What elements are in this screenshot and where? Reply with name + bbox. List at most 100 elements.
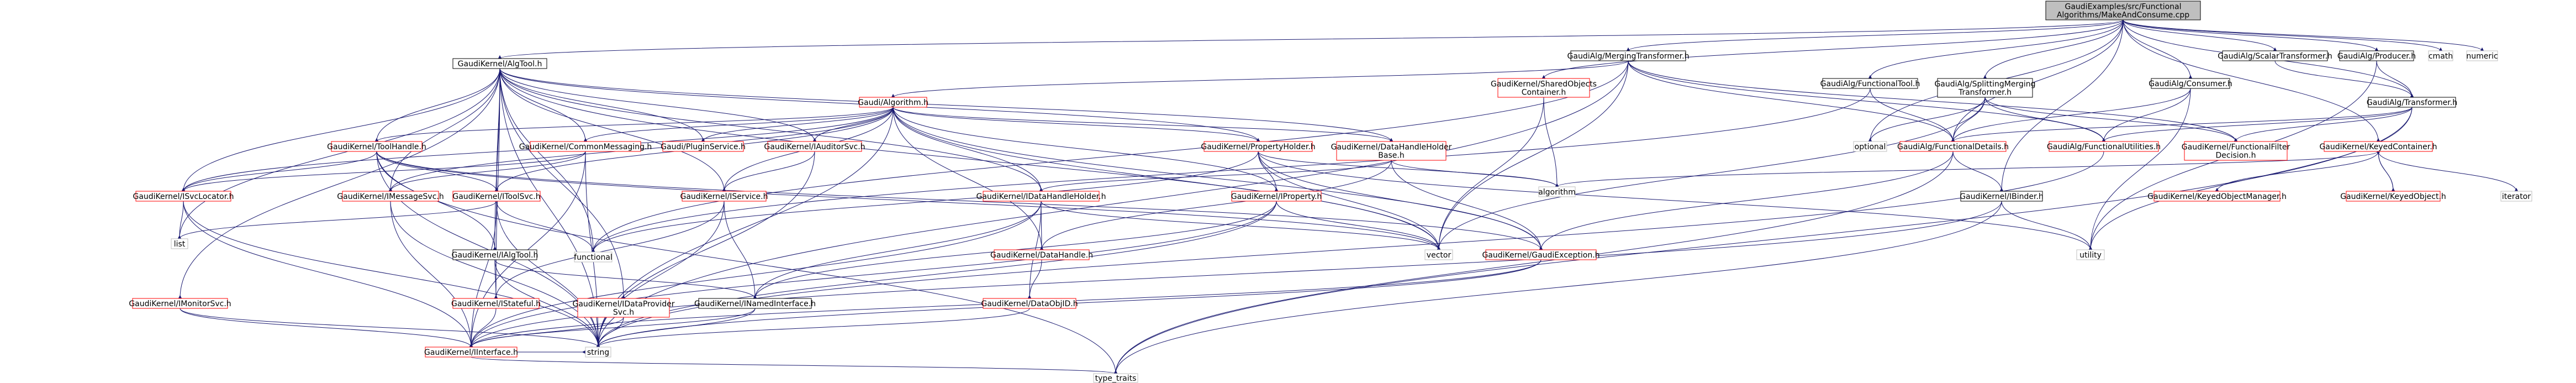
node-idatahandleholder[interactable]: GaudiKernel/IDataHandleHolder.h [976,191,1106,202]
edge-imessagesvc-to-string [390,201,600,348]
node-galgorithm-label: Gaudi/Algorithm.h [858,98,928,107]
edge-root-to-algtool [498,19,2124,59]
node-dataobjid-box [983,298,1076,309]
node-splitting-label: GaudiAlg/SplittingMerging [1934,80,2035,89]
node-funcutilities-box [2049,141,2159,152]
node-iservice[interactable]: GaudiKernel/IService.h [680,191,768,202]
node-vector-label: vector [1427,251,1451,260]
node-imonitorsvc[interactable]: GaudiKernel/IMonitorSvc.h [129,298,231,309]
node-inamedinterface[interactable]: GaudiKernel/INamedInterface.h [694,298,816,309]
node-keyedcontainer-box [2324,141,2433,152]
node-itoolsvc[interactable]: GaudiKernel/IToolSvc.h [452,191,541,202]
node-algtool[interactable]: GaudiKernel/AlgTool.h [452,58,547,69]
edge-galgorithm-to-gaudiexception [893,107,1543,250]
node-transformer[interactable]: GaudiAlg/Transformer.h [2367,97,2457,108]
node-utility-label: utility [2079,251,2102,260]
node-idatahandleholder-label: GaudiKernel/IDataHandleHolder.h [976,192,1106,201]
node-optional[interactable]: optional [1853,141,1887,152]
node-commonmsg[interactable]: GaudiKernel/CommonMessaging.h [519,141,652,152]
node-sharedobj-label: GaudiKernel/SharedObjects [1491,80,1597,89]
edge-iinterface-to-typetraits [471,356,1118,374]
node-iterator[interactable]: iterator [2500,191,2532,202]
node-utility[interactable]: utility [2076,249,2105,260]
node-sharedobj-label: Container.h [1522,88,1566,97]
edge-ialgtool-to-istatefulif [494,259,498,299]
node-transformer-label: GaudiAlg/Transformer.h [2367,98,2457,107]
edge-splitting-to-funcutilities [1984,97,2106,142]
edge-algtool-to-functional [499,68,595,253]
node-ibinder[interactable]: GaudiKernel/IBinder.h [1960,191,2044,202]
node-ialgtool[interactable]: GaudiKernel/IAlgTool.h [452,249,539,260]
edge-consumer-to-utility [2088,88,2191,250]
node-funcfilter-box [2184,141,2288,161]
edge-dataobjid-to-string [596,308,1030,348]
edge-iservice-to-string [596,201,725,348]
node-commonmsg-label: GaudiKernel/CommonMessaging.h [519,143,652,151]
node-root[interactable]: GaudiExamples/src/FunctionalAlgorithms/M… [2045,1,2201,20]
node-toolhandle[interactable]: GaudiKernel/ToolHandle.h [327,141,426,152]
node-list[interactable]: list [171,238,188,249]
edge-merging-to-funcdetails [1628,60,1955,142]
node-consumer-label: GaudiAlg/Consumer.h [2149,80,2232,88]
node-iinterface[interactable]: GaudiKernel/IInterface.h [424,347,518,358]
node-ialgtool-label: GaudiKernel/IAlgTool.h [452,251,539,260]
node-producer[interactable]: GaudiAlg/Producer.h [2337,50,2416,61]
edge-ibinder-to-utility [2001,201,2093,250]
node-pluginservice[interactable]: Gaudi/PluginService.h [661,141,746,152]
node-imessagesvc-box [342,191,439,202]
node-functool[interactable]: GaudiAlg/FunctionalTool.h [1820,78,1920,89]
node-keyedobject[interactable]: GaudiKernel/KeyedObject.h [2340,191,2446,202]
node-dataobjid[interactable]: GaudiKernel/DataObjID.h [981,298,1078,309]
edge-producer-to-transformer [2376,60,2414,98]
node-iinterface-box [425,347,518,358]
node-vector[interactable]: vector [1424,249,1453,260]
node-funcutilities[interactable]: GaudiAlg/FunctionalUtilities.h [2047,141,2161,152]
edge-galgorithm-to-pluginservice [701,107,894,142]
edge-galgorithm-to-vector [893,107,1441,250]
node-keyedobjmgr[interactable]: GaudiKernel/KeyedObjectManager.h [2147,191,2287,202]
node-string-label: string [587,348,609,357]
node-propertyholder[interactable]: GaudiKernel/PropertyHolder.h [1201,141,1316,152]
edge-idatahandleholder-to-vector [1041,201,1441,250]
node-datahandle[interactable]: GaudiKernel/DataHandle.h [990,249,1093,260]
node-galgorithm[interactable]: Gaudi/Algorithm.h [858,97,928,108]
edge-commonmsg-to-isvclocator [181,151,586,192]
edge-ibinder-to-iinterface [469,201,2002,348]
node-keyedobject-label: GaudiKernel/KeyedObject.h [2340,192,2446,201]
node-typetraits[interactable]: type_traits [1093,373,1138,383]
edge-idatahandleholder-to-iinterface [469,201,1042,348]
node-functool-box [1822,78,1918,89]
node-scalar[interactable]: GaudiAlg/ScalarTransformer.h [2218,50,2332,61]
edge-algtool-to-pluginservice [499,68,705,142]
edge-splitting-to-funcfilter [1984,97,2238,142]
node-scalar-label: GaudiAlg/ScalarTransformer.h [2218,52,2332,61]
node-istatefulif[interactable]: GaudiKernel/IStateful.h [451,298,541,309]
edge-inamedinterface-to-iinterface [469,308,756,348]
edge-galgorithm-to-datahandleholder [893,107,1393,142]
node-consumer[interactable]: GaudiAlg/Consumer.h [2149,78,2232,89]
node-keyedcontainer[interactable]: GaudiKernel/KeyedContainer.h [2319,141,2437,152]
edge-iproperty-to-iinterface [469,201,1277,348]
node-cmath[interactable]: cmath [2428,50,2453,61]
node-string[interactable]: string [585,347,611,358]
node-iauditorsvc[interactable]: GaudiKernel/IAuditorSvc.h [764,141,865,152]
node-algorithm[interactable]: algorithm [1538,186,1576,197]
node-imessagesvc[interactable]: GaudiKernel/IMessageSvc.h [337,191,444,202]
node-numeric[interactable]: numeric [2466,50,2498,61]
edge-datahandleholder-to-algorithm [1391,160,1559,187]
edge-merging-to-funcutilities [1628,60,2106,142]
edge-imonitorsvc-to-iinterface [180,308,473,348]
edge-root-to-splitting [1983,19,2124,79]
node-iproperty[interactable]: GaudiKernel/IProperty.h [1231,191,1322,202]
node-funcdetails[interactable]: GaudiAlg/FunctionalDetails.h [1897,141,2009,152]
node-functional[interactable]: functional [574,251,613,263]
node-isvclocator[interactable]: GaudiKernel/ISvcLocator.h [133,191,234,202]
node-merging[interactable]: GaudiAlg/MergingTransformer.h [1567,50,1690,61]
node-gaudiexception[interactable]: GaudiKernel/GaudiException.h [1482,249,1600,260]
edge-idataprovidersvc-to-string [596,317,624,348]
